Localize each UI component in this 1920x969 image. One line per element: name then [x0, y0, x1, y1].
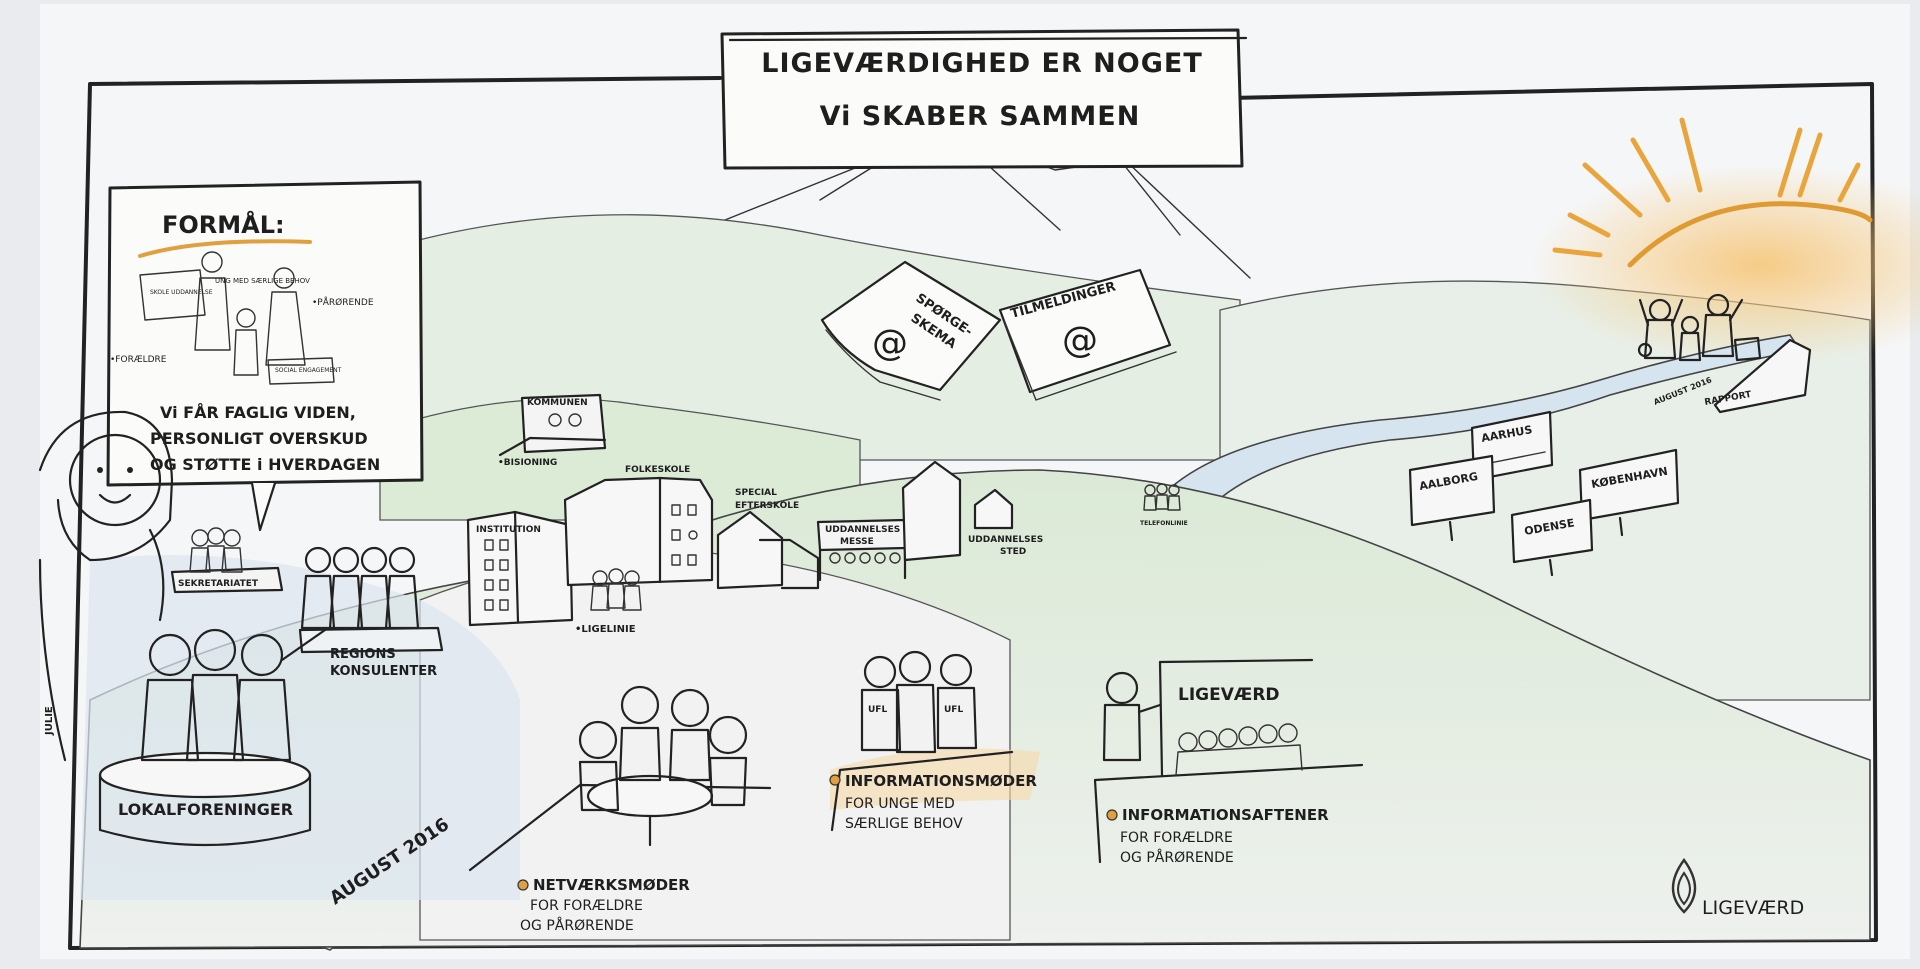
event-network-meetings: NETVÆRKSMØDER FOR FORÆLDRE OG PÅRØRENDE [468, 685, 772, 934]
svg-text:LIGEVÆRD: LIGEVÆRD [1702, 897, 1804, 919]
purpose-text-line-3: OG STØTTE i HVERDAGEN [150, 455, 380, 474]
heading-underline [138, 239, 312, 258]
svg-text:UNG MED SÆRLIGE BEHOV: UNG MED SÆRLIGE BEHOV [215, 277, 310, 285]
title-line-1: LIGEVÆRDIGHED ER NOGET [761, 48, 1203, 79]
local-associations-group: LOKALFORENINGER [98, 628, 327, 847]
svg-text:UDDANNELSES: UDDANNELSES [968, 535, 1043, 545]
survey-card: SPØRGE- SKEMA @ [820, 260, 1002, 401]
municipality-building: KOMMUNEN •BISIONING [498, 393, 607, 468]
purpose-heading: FORMÅL: [162, 210, 285, 239]
svg-text:NETVÆRKSMØDER: NETVÆRKSMØDER [533, 876, 690, 894]
svg-text:STED: STED [1000, 547, 1026, 557]
title-line-2: Vi SKABER SAMMEN [820, 101, 1141, 132]
education-place-building: UDDANNELSES STED [901, 460, 1043, 562]
svg-text:MESSE: MESSE [840, 537, 874, 547]
ligevaerd-logo: LIGEVÆRD [1671, 857, 1804, 919]
svg-text:INFORMATIONSAFTENER: INFORMATIONSAFTENER [1122, 806, 1329, 824]
family-sketch: SKOLE UDDANNELSE SOCIAL ENGAGEMENT UNG M… [110, 251, 374, 385]
ligelinie-group: •LIGELINIE [575, 568, 642, 635]
sign-copenhagen: KØBENHAVN [1578, 448, 1680, 537]
svg-text:TELEFONLINIE: TELEFONLINIE [1140, 520, 1188, 527]
svg-text:@: @ [872, 323, 908, 364]
svg-text:FOLKESKOLE: FOLKESKOLE [625, 465, 690, 475]
svg-text:LIGEVÆRD: LIGEVÆRD [1178, 685, 1280, 705]
svg-text:EFTERSKOLE: EFTERSKOLE [735, 501, 799, 511]
svg-text:•LIGELINIE: •LIGELINIE [575, 624, 636, 635]
flame-icon [1671, 857, 1697, 914]
svg-text:INFORMATIONSMØDER: INFORMATIONSMØDER [845, 772, 1037, 790]
svg-text:SKOLE UDDANNELSE: SKOLE UDDANNELSE [150, 289, 213, 296]
svg-text:•FORÆLDRE: •FORÆLDRE [110, 355, 167, 365]
special-efterskole-building: SPECIAL EFTERSKOLE [716, 488, 820, 590]
svg-text:•BISIONING: •BISIONING [498, 458, 557, 468]
svg-text:FOR UNGE MED: FOR UNGE MED [845, 796, 955, 812]
svg-text:SÆRLIGE BEHOV: SÆRLIGE BEHOV [845, 816, 963, 832]
regional-consultants-group: REGIONS KONSULENTER [298, 546, 444, 679]
svg-text:FOR FORÆLDRE: FOR FORÆLDRE [1120, 830, 1233, 846]
svg-text:OG PÅRØRENDE: OG PÅRØRENDE [520, 917, 634, 934]
title-banner: LIGEVÆRDIGHED ER NOGET Vi SKABER SAMMEN [720, 28, 1248, 170]
woman-figure [38, 410, 174, 762]
svg-text:REGIONS: REGIONS [330, 647, 396, 662]
svg-text:KONSULENTER: KONSULENTER [330, 664, 437, 679]
folkeskole-building: FOLKESKOLE [563, 465, 714, 587]
event-info-meetings: UFL UFL INFORMATIONSMØDER FOR UNGE MED S… [829, 650, 1040, 832]
svg-text:@: @ [1062, 320, 1098, 361]
svg-text:KOMMUNEN: KOMMUNEN [527, 398, 588, 408]
sign-aalborg: AALBORG [1408, 454, 1496, 542]
speech-tail [250, 481, 277, 532]
svg-text:SEKRETARIATET: SEKRETARIATET [178, 579, 259, 589]
sign-odense: ODENSE [1510, 498, 1594, 577]
hill-middle [379, 398, 861, 521]
secretariat-group: SEKRETARIATET [170, 527, 284, 594]
artist-signature: JULIE [44, 706, 55, 736]
svg-text:UDDANNELSES: UDDANNELSES [825, 525, 900, 535]
svg-text:SOCIAL ENGAGEMENT: SOCIAL ENGAGEMENT [275, 367, 342, 374]
event-info-evenings: LIGEVÆRD INFORMATIONSAFTENER FOR FORÆLDR… [1093, 658, 1364, 866]
purpose-text-line-1: Vi FÅR FAGLIG VIDEN, [160, 403, 356, 422]
purpose-text-line-2: PERSONLIGT OVERSKUD [150, 429, 368, 448]
svg-text:UFL: UFL [868, 705, 887, 715]
svg-text:FOR FORÆLDRE: FOR FORÆLDRE [530, 898, 643, 914]
svg-text:SPECIAL: SPECIAL [735, 488, 777, 498]
purpose-panel: FORMÅL: SKOLE UDDANNELSE SOCIAL ENGAGEME… [106, 180, 424, 532]
svg-text:•PÅRØRENDE: •PÅRØRENDE [312, 296, 374, 308]
main-frame [68, 76, 1878, 950]
telephone-line-group: TELEFONLINIE [1140, 483, 1188, 527]
svg-text:UFL: UFL [944, 705, 963, 715]
svg-text:LOKALFORENINGER: LOKALFORENINGER [118, 800, 293, 819]
svg-text:OG PÅRØRENDE: OG PÅRØRENDE [1120, 849, 1234, 866]
sun-icon [1530, 117, 1920, 365]
institution-building: INSTITUTION [466, 510, 574, 627]
svg-text:INSTITUTION: INSTITUTION [476, 525, 541, 535]
celebrating-family [1637, 293, 1762, 362]
